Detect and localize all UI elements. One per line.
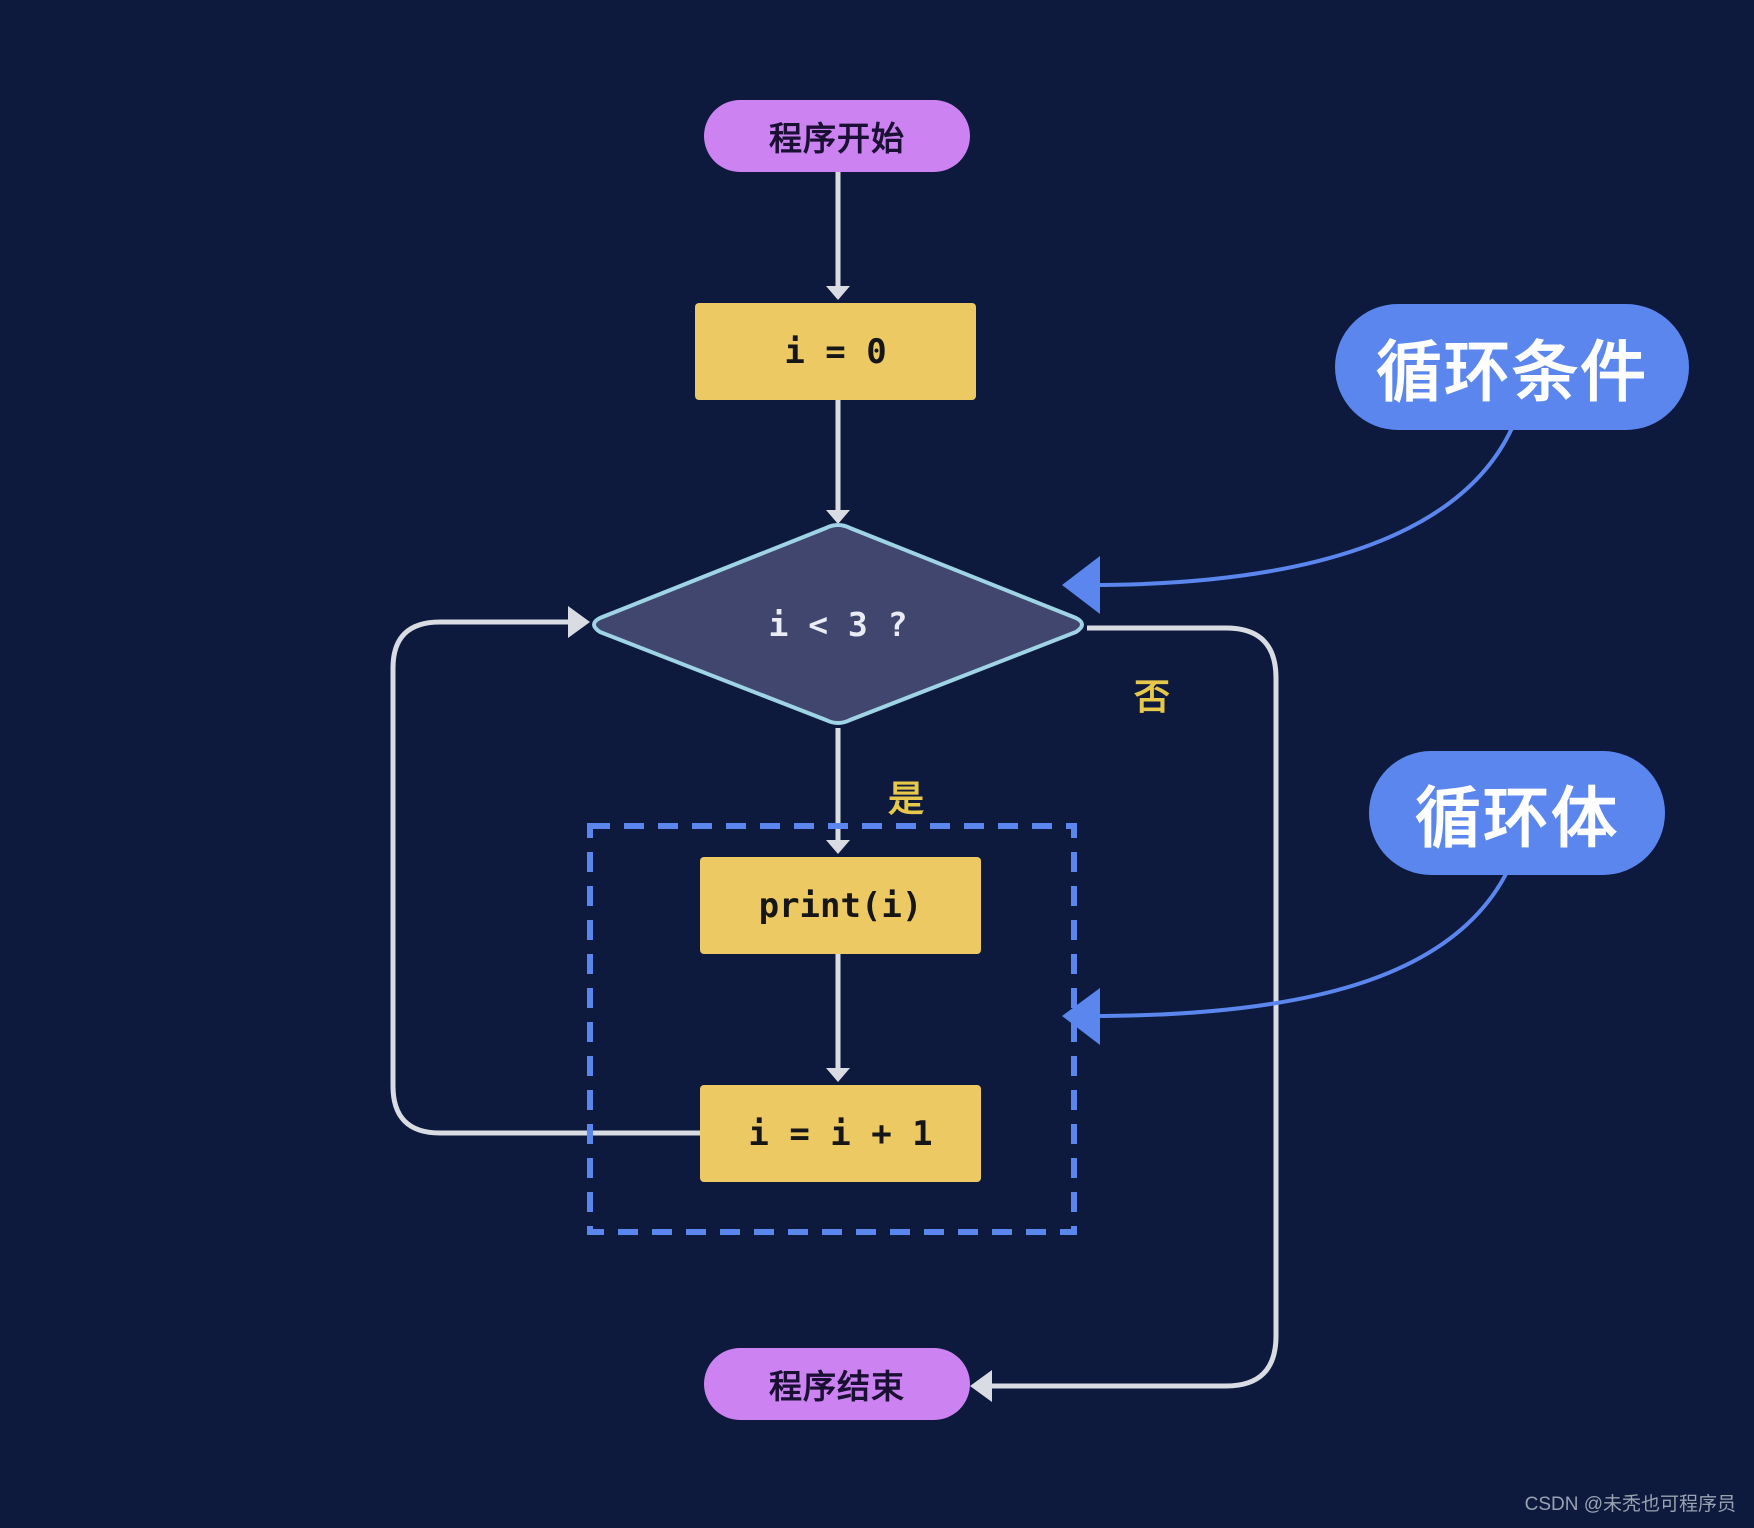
arrow-loop-back bbox=[390, 619, 700, 1136]
arrowhead-body bbox=[826, 840, 850, 854]
condition-node: i < 3 ? bbox=[588, 522, 1088, 726]
arrowhead-init bbox=[826, 286, 850, 300]
increment-process: i = i + 1 bbox=[700, 1085, 981, 1182]
loop-body-label: 循环体 bbox=[1415, 780, 1619, 857]
callout-body-arrowhead bbox=[1062, 988, 1100, 1045]
loop-body-boundary bbox=[587, 823, 1077, 1235]
increment-label: i = i + 1 bbox=[748, 1113, 933, 1154]
condition-diamond bbox=[592, 523, 1084, 725]
end-label: 程序结束 bbox=[769, 1367, 905, 1406]
init-label: i = 0 bbox=[784, 331, 887, 372]
callout-condition-pointer bbox=[1089, 427, 1514, 587]
init-process: i = 0 bbox=[695, 303, 976, 400]
callout-body-pointer bbox=[1089, 873, 1508, 1018]
arrowhead-end bbox=[970, 1370, 992, 1402]
end-terminal: 程序结束 bbox=[704, 1348, 970, 1420]
arrowhead-loop-back bbox=[568, 606, 590, 638]
arrowhead-increment bbox=[826, 1068, 850, 1082]
start-label: 程序开始 bbox=[769, 119, 905, 158]
yes-edge-label: 是 bbox=[888, 779, 925, 820]
print-process: print(i) bbox=[700, 857, 981, 954]
arrow-no-to-end bbox=[990, 625, 1279, 1389]
loop-condition-callout: 循环条件 bbox=[1335, 304, 1689, 430]
print-label: print(i) bbox=[758, 885, 923, 926]
loop-condition-label: 循环条件 bbox=[1376, 334, 1648, 411]
no-edge-label: 否 bbox=[1134, 677, 1171, 718]
condition-label: i < 3 ? bbox=[768, 604, 908, 644]
start-terminal: 程序开始 bbox=[704, 100, 970, 172]
watermark-text: CSDN @未秃也可程序员 bbox=[1524, 1494, 1736, 1515]
arrowhead-condition bbox=[826, 510, 850, 524]
loop-body-callout: 循环体 bbox=[1369, 751, 1665, 875]
callout-condition-arrowhead bbox=[1062, 556, 1100, 614]
